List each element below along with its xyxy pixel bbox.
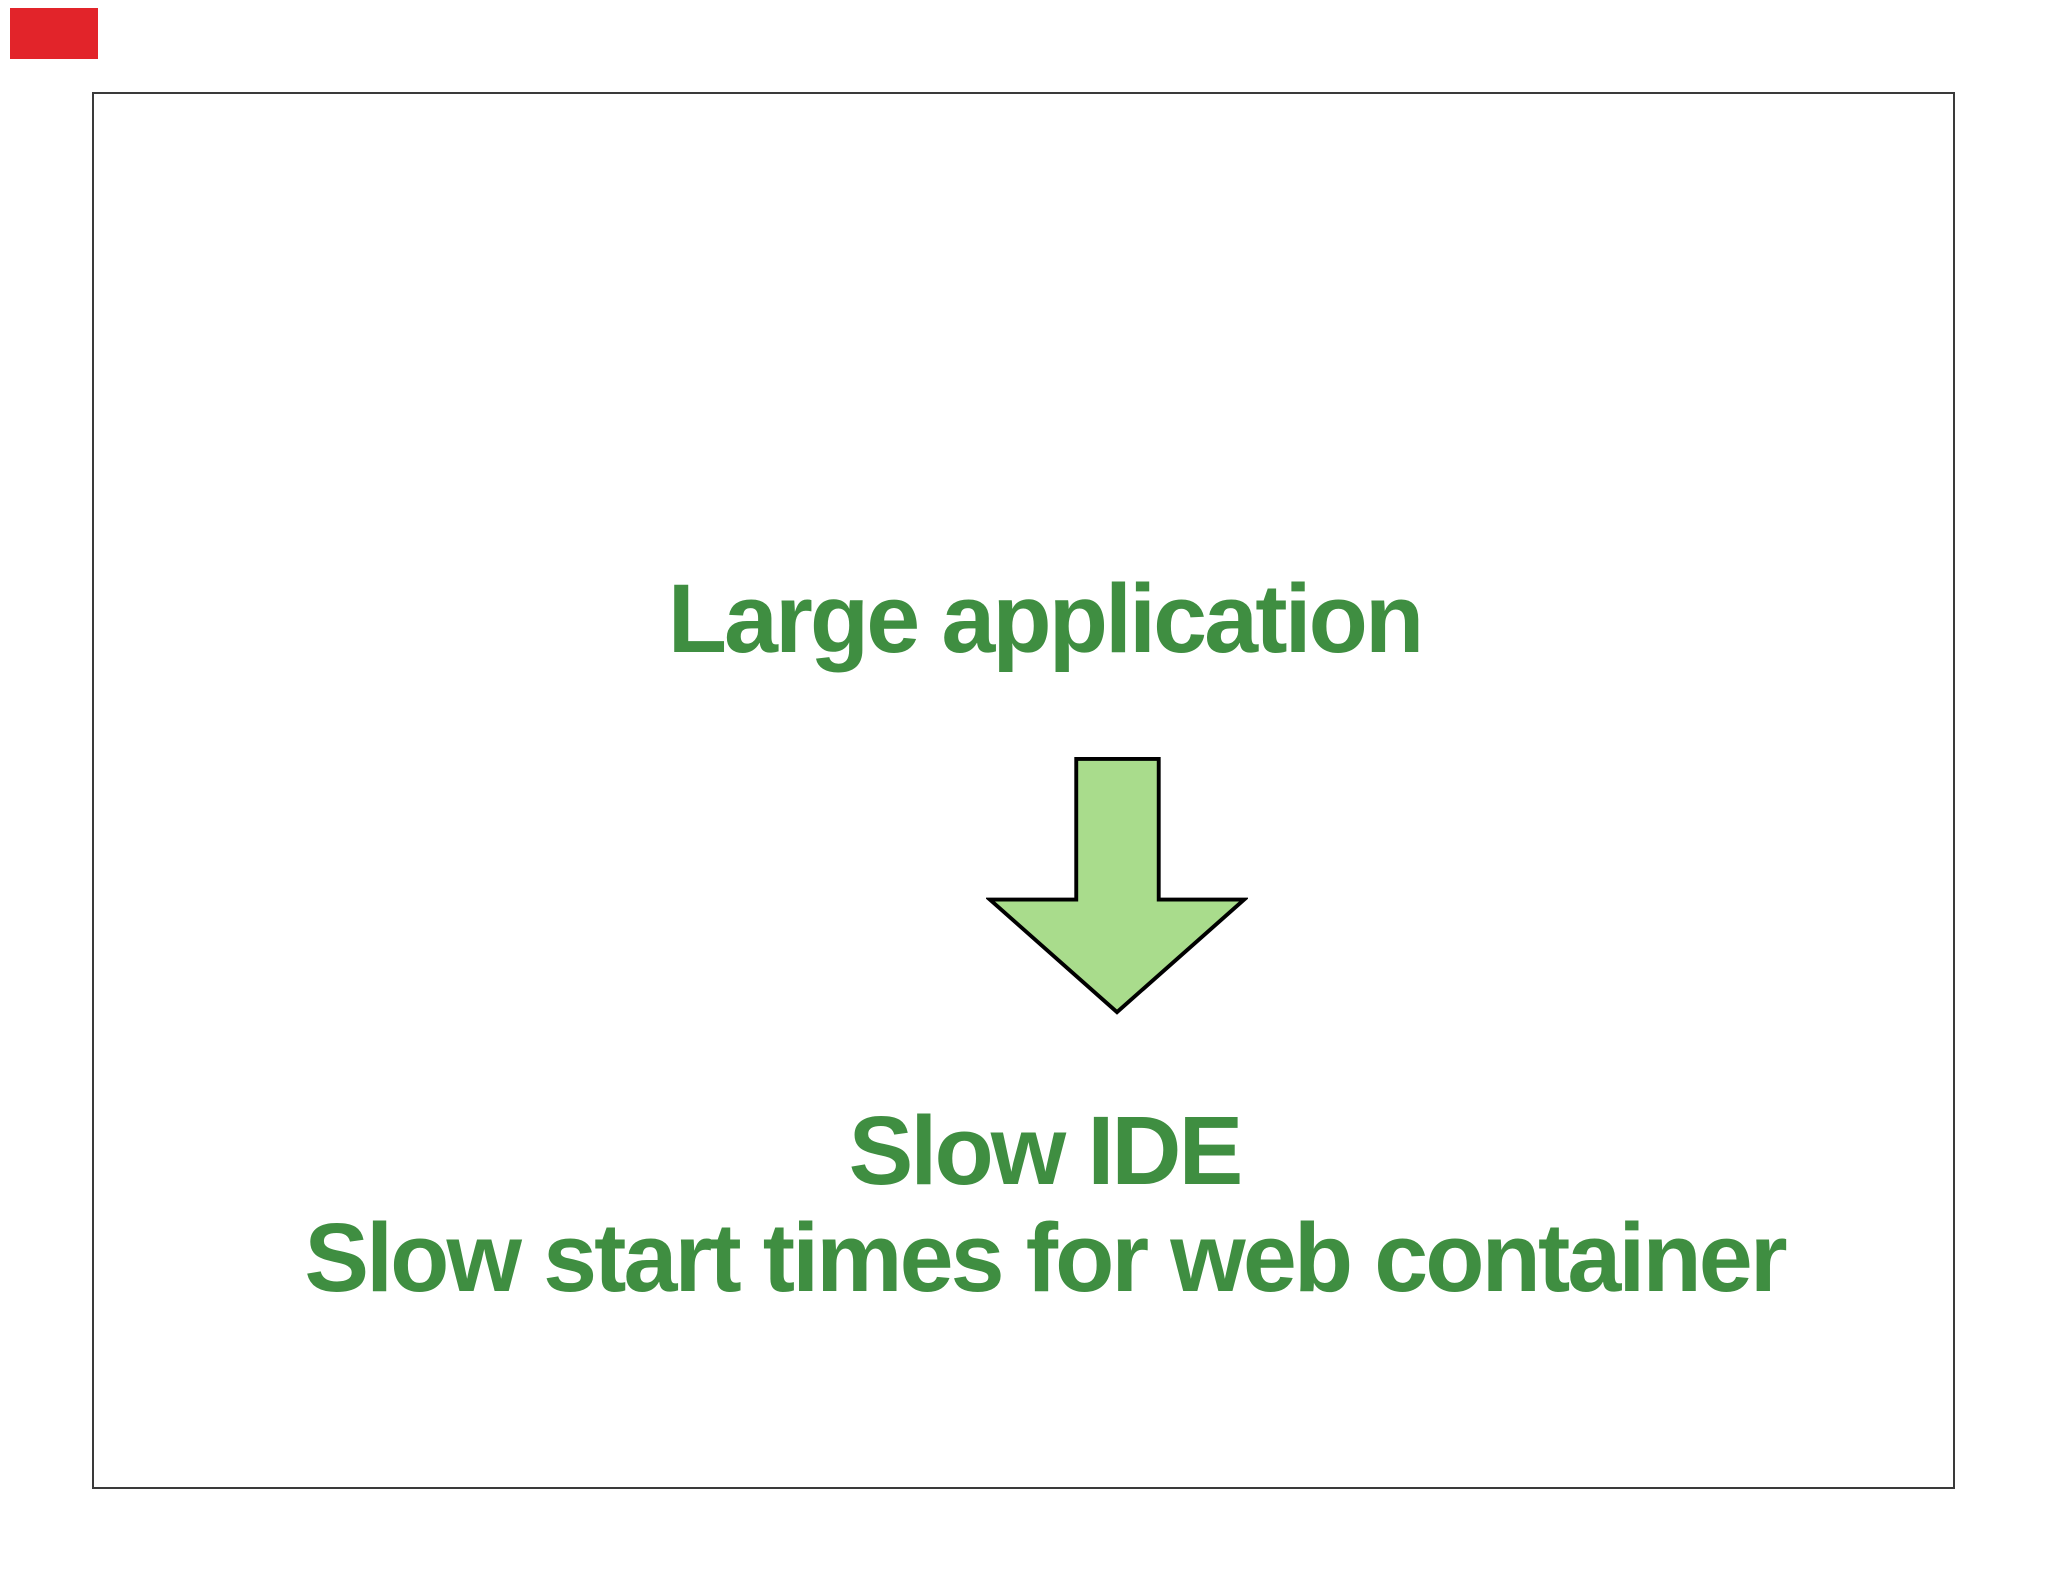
down-arrow-icon: [986, 755, 1248, 1016]
effect-line-1: Slow IDE: [848, 1096, 1244, 1205]
effect-line-2: Slow start times for web container: [304, 1203, 1787, 1312]
red-corner-mark: [10, 8, 98, 59]
effect-label: Slow IDE Slow start times for web contai…: [304, 1096, 1787, 1312]
cause-label: Large application: [667, 564, 1425, 673]
slide-frame: Large application Slow IDE Slow start ti…: [92, 92, 1955, 1489]
